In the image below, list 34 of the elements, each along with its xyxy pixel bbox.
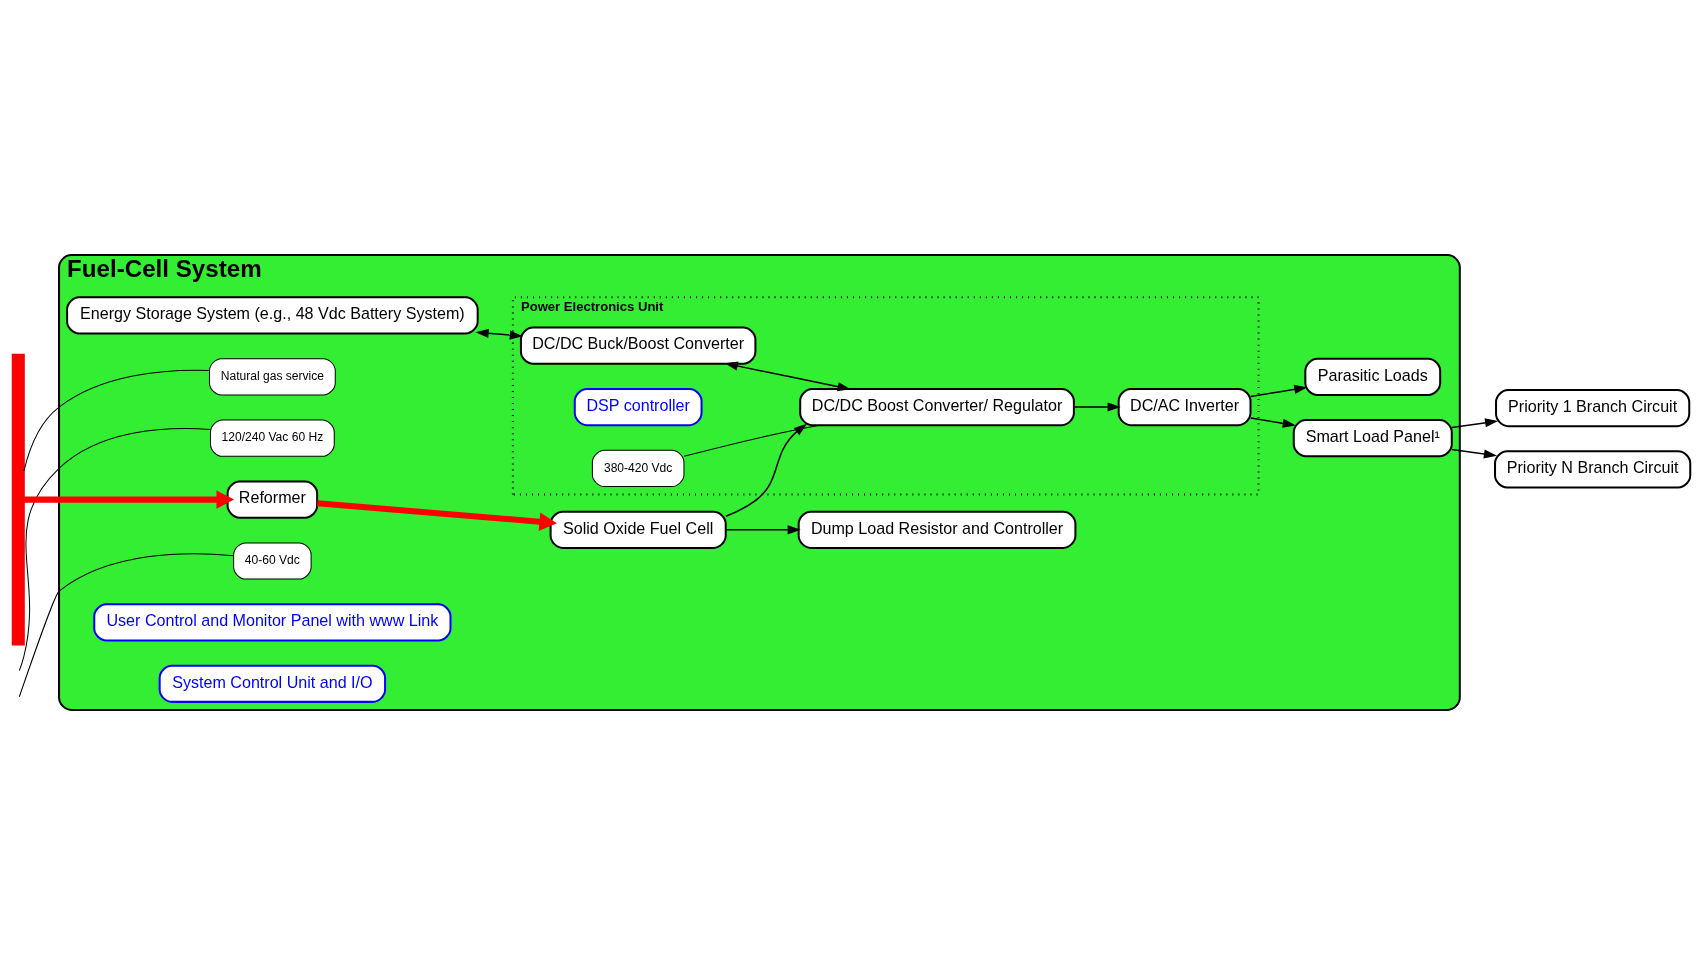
node-box: 380-420 Vdc [591, 449, 685, 488]
arrow [317, 500, 557, 531]
arrow [1073, 402, 1121, 412]
node-box: User Control and Monitor Panel with www Link [93, 603, 452, 642]
node-bar [11, 353, 25, 646]
node-box: 40-60 Vdc [233, 542, 312, 580]
node-box: Priority 1 Branch Circuit [1495, 388, 1691, 428]
node-box: Natural gas service [208, 358, 336, 396]
arrow [475, 328, 523, 340]
node-box: System Control Unit and I/O [158, 664, 387, 703]
node-box: DSP controller [573, 387, 703, 427]
node-box: Smart Load Panel¹ [1292, 419, 1453, 458]
arrow [725, 525, 801, 535]
node-box: DC/AC Inverter [1117, 387, 1252, 427]
arrow [1451, 418, 1499, 429]
node-box: DC/DC Buck/Boost Converter [519, 326, 757, 365]
node-box: Priority N Branch Circuit [1494, 450, 1692, 489]
connector [683, 424, 820, 457]
node-box: Reformer [226, 480, 319, 519]
connector [18, 428, 211, 672]
arrow [725, 423, 807, 517]
connector [18, 553, 235, 698]
node-box: Solid Oxide Fuel Cell [549, 510, 727, 549]
node-box: 120/240 Vac 60 Hz [210, 419, 335, 457]
node-box: DC/DC Boost Converter/ Regulator [799, 387, 1075, 427]
connector [23, 369, 210, 472]
node-box: Energy Storage System (e.g., 48 Vdc Battery System) [66, 296, 479, 335]
node-box: Dump Load Resistor and Controller [797, 510, 1077, 549]
arrow [1249, 384, 1308, 398]
arrow [724, 361, 851, 392]
arrow [1451, 448, 1497, 459]
arrow [24, 490, 235, 509]
arrow [1249, 417, 1296, 428]
node-box: Parasitic Loads [1304, 357, 1442, 396]
